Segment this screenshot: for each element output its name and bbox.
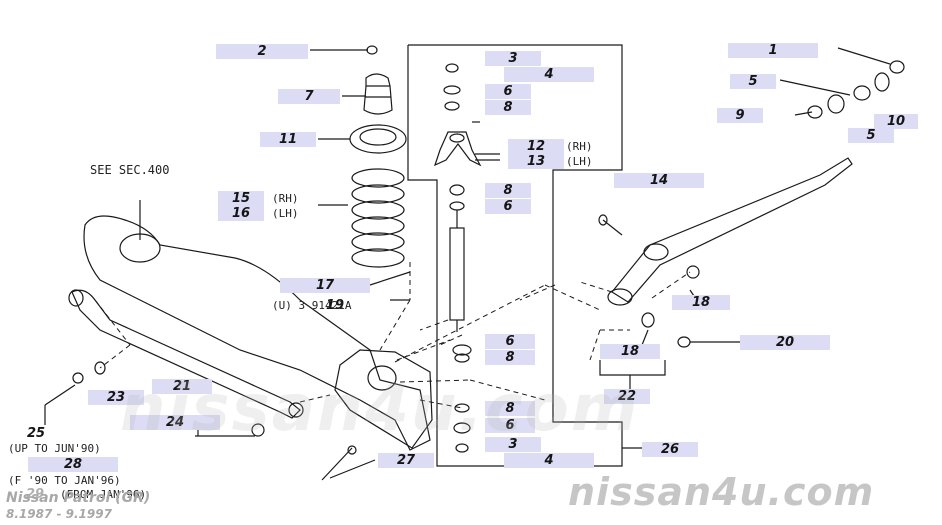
- bracket-frame-main: [407, 44, 623, 467]
- see-section-note: SEE SEC.400: [90, 163, 170, 177]
- date-note-up-to-jun90: (UP TO JUN'90): [8, 442, 101, 455]
- date-note-90-to-jan96: (F '90 TO JAN'96): [8, 474, 121, 487]
- upper-link: [611, 157, 853, 303]
- callout-6b[interactable]: 6: [485, 199, 531, 214]
- callout-2[interactable]: 2: [216, 44, 308, 59]
- callout-27[interactable]: 27: [378, 453, 434, 468]
- callout-22[interactable]: 22: [604, 389, 650, 404]
- callout-18b[interactable]: 18: [600, 344, 660, 359]
- callout-25[interactable]: 25: [26, 426, 46, 441]
- callout-21[interactable]: 21: [152, 379, 212, 394]
- callout-16[interactable]: 16: [218, 206, 264, 221]
- callout-24[interactable]: 24: [130, 415, 220, 430]
- callout-11[interactable]: 11: [260, 132, 316, 147]
- callout-9[interactable]: 9: [717, 108, 763, 123]
- lh-label-16: (LH): [272, 207, 299, 220]
- watermark-center: nissan4u.com: [120, 372, 640, 446]
- callout-12[interactable]: 12: [508, 139, 564, 154]
- callout-18a[interactable]: 18: [672, 295, 730, 310]
- callout-6d[interactable]: 6: [485, 418, 535, 433]
- callout-14[interactable]: 14: [614, 173, 704, 188]
- watermark-corner: nissan4u.com: [568, 470, 875, 514]
- spring-seat: [349, 124, 407, 154]
- callout-10[interactable]: 10: [874, 114, 918, 129]
- callout-19[interactable]: 19: [325, 298, 345, 313]
- upper-mount-bracket: [433, 131, 482, 167]
- lh-label-13: (LH): [566, 155, 593, 168]
- hub-knuckle: [334, 349, 433, 449]
- model-label: Nissan Patrol (GR): [6, 490, 151, 506]
- callout-8a[interactable]: 8: [485, 100, 531, 115]
- axle-housing: [83, 215, 431, 451]
- callout-20[interactable]: 20: [740, 335, 830, 350]
- bracket-22: [599, 360, 666, 376]
- callout-5b[interactable]: 5: [848, 128, 894, 143]
- callout-8b[interactable]: 8: [485, 183, 531, 198]
- callout-3a[interactable]: 3: [485, 51, 541, 66]
- callout-4b[interactable]: 4: [504, 453, 594, 468]
- callout-6a[interactable]: 6: [485, 84, 531, 99]
- bump-stopper: [363, 73, 393, 115]
- callout-6c[interactable]: 6: [485, 334, 535, 349]
- rh-label-12: (RH): [566, 140, 593, 153]
- shock-absorber: [449, 184, 465, 332]
- callout-26[interactable]: 26: [642, 442, 698, 457]
- callout-29[interactable]: 29: [25, 487, 45, 502]
- callout-28[interactable]: 28: [28, 457, 118, 472]
- callout-23[interactable]: 23: [88, 390, 144, 405]
- callout-15[interactable]: 15: [218, 191, 264, 206]
- coil-spring: [351, 168, 405, 268]
- callout-13[interactable]: 13: [508, 154, 564, 169]
- callout-8d[interactable]: 8: [485, 401, 535, 416]
- callout-17[interactable]: 17: [280, 278, 370, 293]
- callout-7[interactable]: 7: [278, 89, 340, 104]
- callout-1[interactable]: 1: [728, 43, 818, 58]
- callout-4a[interactable]: 4: [504, 67, 594, 82]
- rh-label-15: (RH): [272, 192, 299, 205]
- callout-5a[interactable]: 5: [730, 74, 776, 89]
- callout-8c[interactable]: 8: [485, 350, 535, 365]
- production-years: 8.1987 - 9.1997: [6, 507, 112, 521]
- callout-3b[interactable]: 3: [485, 437, 541, 452]
- date-note-from-jan96: (FROM JAN'96): [60, 488, 147, 501]
- part-code: (U) 3 91421A: [272, 299, 352, 312]
